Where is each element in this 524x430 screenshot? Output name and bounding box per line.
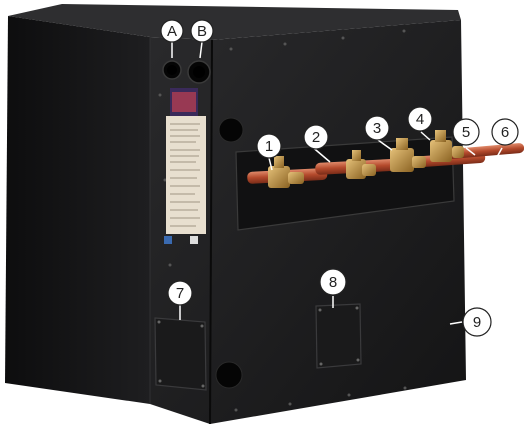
knockout-lower <box>216 362 242 388</box>
callout-6: 6 <box>492 119 518 145</box>
svg-text:7: 7 <box>176 285 184 302</box>
access-panel-left <box>155 318 206 390</box>
callout-7: 7 <box>168 281 192 305</box>
svg-text:A: A <box>167 23 177 40</box>
callout-2: 2 <box>304 125 328 149</box>
svg-text:4: 4 <box>416 111 424 128</box>
callout-3: 3 <box>365 116 389 140</box>
port-a <box>163 61 181 79</box>
port-b <box>188 61 210 83</box>
svg-text:9: 9 <box>473 314 481 331</box>
svg-text:5: 5 <box>462 124 470 141</box>
callout-9: 9 <box>463 308 491 336</box>
callout-4: 4 <box>408 107 432 131</box>
callout-a: A <box>161 20 183 42</box>
svg-text:2: 2 <box>312 129 320 146</box>
knockout-upper <box>219 118 243 142</box>
svg-text:3: 3 <box>373 120 381 137</box>
callout-8: 8 <box>320 269 346 295</box>
svg-text:1: 1 <box>265 138 273 155</box>
svg-text:B: B <box>197 23 207 40</box>
svg-text:6: 6 <box>501 124 509 141</box>
callout-5: 5 <box>453 119 479 145</box>
callout-b: B <box>191 20 213 42</box>
callout-1: 1 <box>257 134 281 158</box>
access-panel-center <box>316 304 361 368</box>
cabinet-left-panel <box>5 16 150 404</box>
svg-text:8: 8 <box>329 274 337 291</box>
